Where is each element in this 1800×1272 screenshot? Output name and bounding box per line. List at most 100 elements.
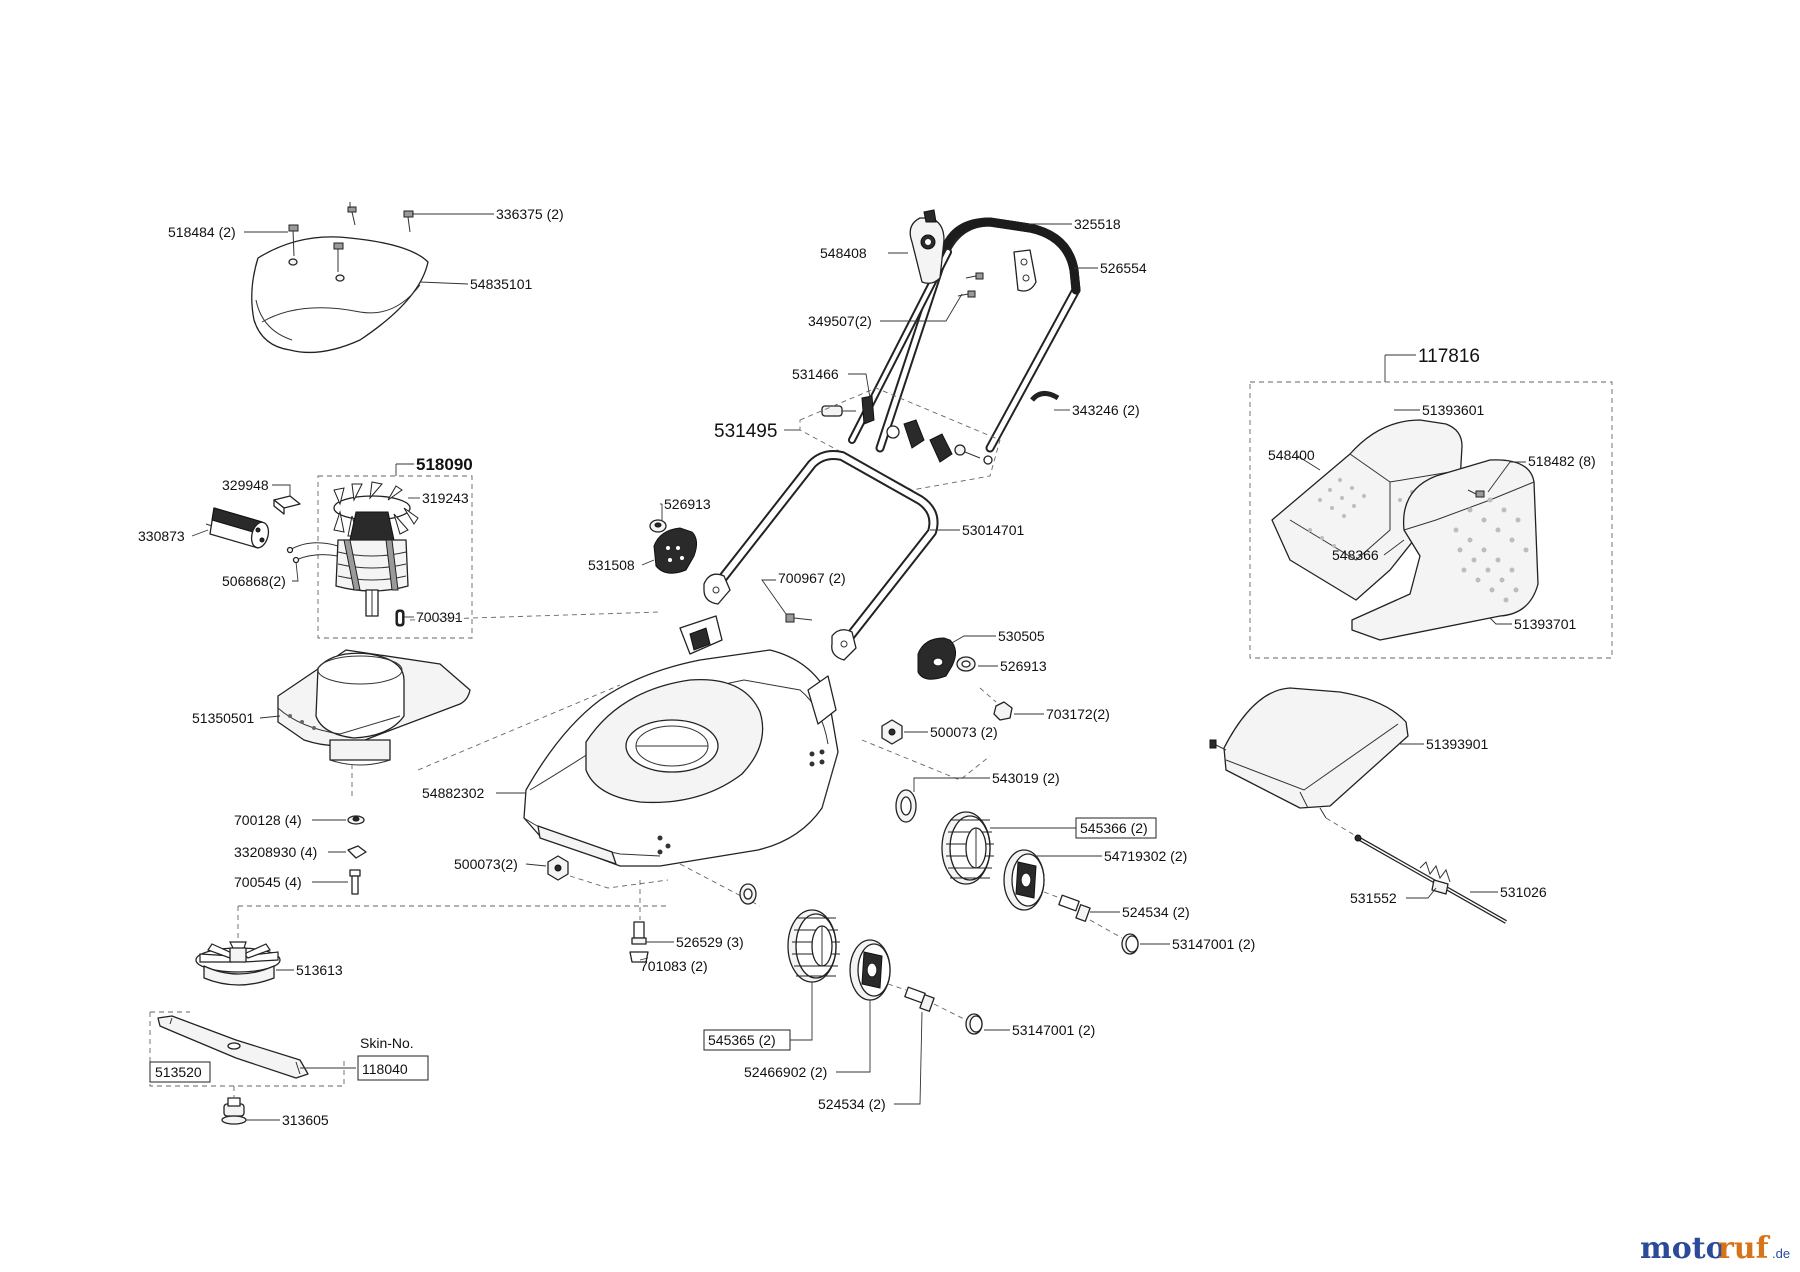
blade-513520 [157,1015,309,1079]
label-700391: 700391 [416,609,463,625]
spring-531552 [1419,861,1451,895]
label-531508: 531508 [588,557,635,573]
label-513520: 513520 [155,1064,202,1080]
label-343246: 343246 (2) [1072,402,1140,418]
label-531495: 531495 [714,421,777,442]
grassbox-lower-51393701 [1351,459,1539,641]
washer-700128 [347,815,365,825]
mower-deck-54882302 [523,615,839,867]
cable-clip-325518 [1013,249,1037,292]
label-531466: 531466 [792,366,839,382]
label-33208930: 33208930 (4) [234,844,317,860]
axle-bolt-524534-b [904,986,935,1012]
knob-526913-a [649,519,667,533]
screw-518484-c [403,210,414,233]
label-543019: 543019 (2) [992,770,1060,786]
rear-flap-51393901 [1209,687,1409,819]
label-548408: 548408 [820,245,867,261]
front-wheel-545365 [787,909,840,983]
label-500073b: 500073(2) [454,856,518,872]
knob-526913-b [956,656,976,672]
motor-group-frame [317,475,473,639]
label-349507: 349507(2) [808,313,872,329]
spacer-33208930 [347,845,367,859]
motor-319243 [333,481,419,617]
bolt-313605 [221,1097,247,1125]
label-51393701: 51393701 [1514,616,1577,632]
key-700391 [395,609,405,627]
axle-bolt-524534-a [1058,894,1091,922]
clip-343246 [1030,391,1060,402]
label-51350501: 51350501 [192,710,255,726]
label-118040: 118040 [362,1061,408,1077]
label-52466902: 52466902 (2) [744,1064,827,1080]
label-53014701: 53014701 [962,522,1025,538]
label-548366: 548366 [1332,547,1379,563]
brush-clip-329948 [273,495,301,515]
label-325518: 325518 [1074,216,1121,232]
label-54719302: 54719302 (2) [1104,848,1187,864]
label-330873: 330873 [138,528,185,544]
label-530505: 530505 [998,628,1045,644]
screw-336375 [347,202,357,226]
screw-518484-b [333,242,344,272]
hubcap-52466902 [849,939,891,1001]
switch-box-548408 [909,209,945,284]
fan-513613 [195,941,281,986]
hubcap-54719302 [1003,849,1045,911]
bearing-543019-a [895,789,917,823]
motoruf-logo: moto ruf .de [1640,1231,1790,1266]
label-526529: 526529 (3) [676,934,744,950]
label-329948: 329948 [222,477,269,493]
grassbox-group-frame [1249,381,1613,659]
cap-53147001-a [1121,933,1139,955]
label-524534b: 524534 (2) [818,1096,886,1112]
screw-526529 [629,921,649,963]
logo-text-domain: .de [1772,1246,1790,1261]
label-319243: 319243 [422,490,469,506]
motor-housing-51350501 [277,649,471,766]
label-701083: 701083 (2) [640,958,708,974]
grassbox-upper-51393601 [1271,419,1463,601]
rod-531026 [1354,834,1507,924]
label-117816: 117816 [1418,346,1480,367]
label-506868: 506868(2) [222,573,286,589]
blade-group-frame [149,1012,345,1087]
label-51393901: 51393901 [1426,736,1489,752]
label-545365: 545365 (2) [708,1032,776,1048]
label-545366: 545366 (2) [1080,820,1148,836]
capacitor-330873 [205,507,270,549]
label-513613: 513613 [296,962,343,978]
handle-bracket-530505 [917,637,956,680]
label-526913b: 526913 [1000,658,1047,674]
screw-518484-a [288,224,299,257]
label-526913a: 526913 [664,496,711,512]
label-518482: 518482 (8) [1528,453,1596,469]
bearing-543019-b [739,883,757,905]
label-518484: 518484 (2) [168,224,236,240]
bolt-700967 [785,613,813,623]
screws-349507 [957,272,984,298]
nut-703172 [993,701,1013,721]
upper-handle [875,217,1081,453]
label-703172: 703172(2) [1046,706,1110,722]
label-54835101: 54835101 [470,276,533,292]
label-700967: 700967 (2) [778,570,846,586]
label-skin-title: Skin-No. [360,1035,414,1051]
screw-518482 [1467,489,1485,498]
label-500073a: 500073 (2) [930,724,998,740]
lower-handle-53014701 [703,450,939,661]
box-118040 [357,1055,429,1081]
nut-500073-b [547,855,569,881]
label-700128: 700128 (4) [234,812,302,828]
label-700545: 700545 (4) [234,874,302,890]
label-524534a: 524534 (2) [1122,904,1190,920]
handle-hardware-531495 [799,387,1001,491]
logo-text-moto: moto [1640,1231,1726,1266]
label-51393601: 51393601 [1422,402,1485,418]
label-313605: 313605 [282,1112,329,1128]
cap-53147001-b [965,1013,983,1035]
logo-text-ruf: ruf [1718,1231,1771,1266]
wires-506868 [286,542,339,564]
